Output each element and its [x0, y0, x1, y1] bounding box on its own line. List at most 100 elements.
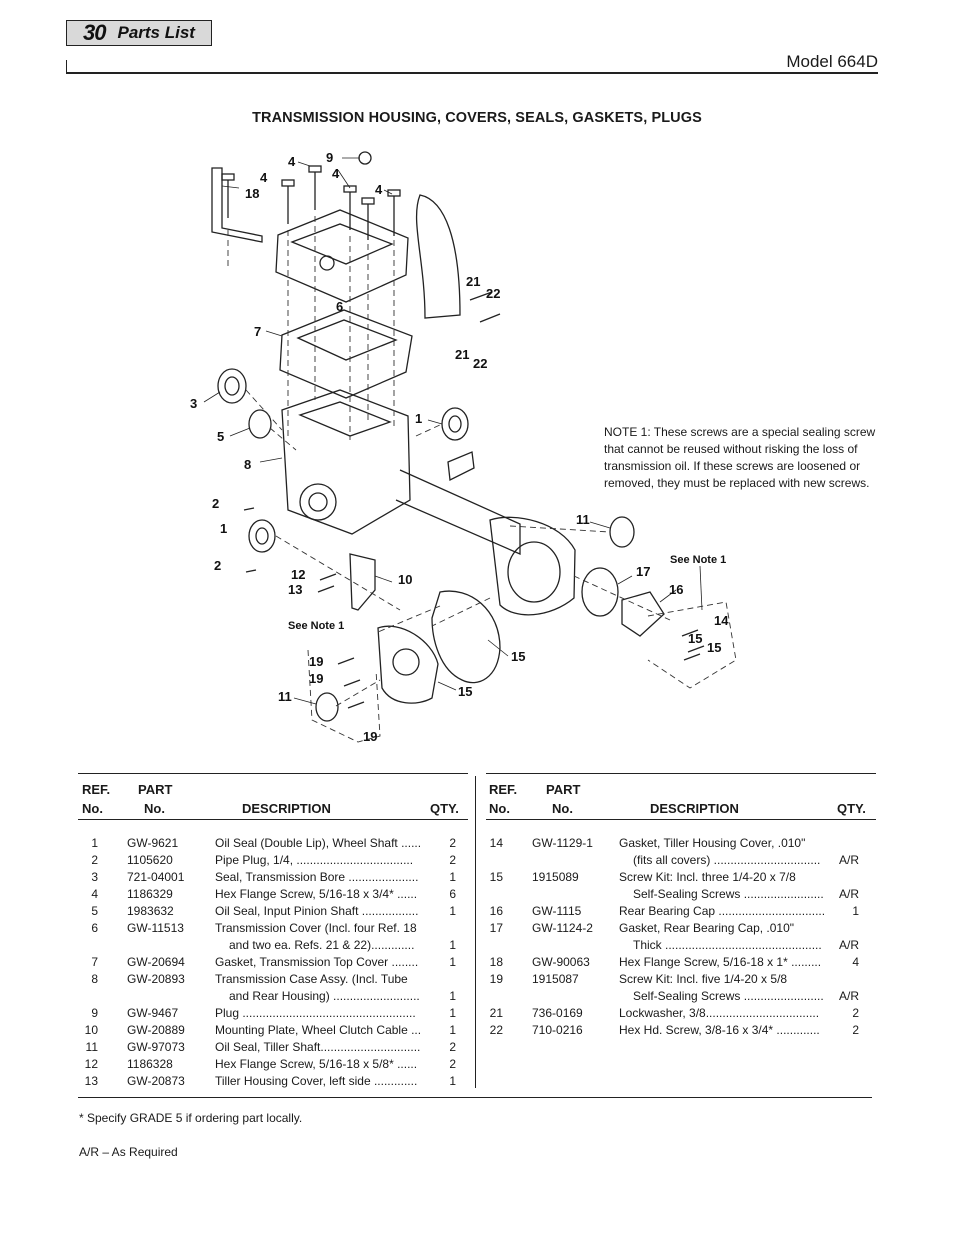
part-quantity: 4 [852, 955, 859, 969]
seal-11-left [315, 692, 339, 722]
callout-13: 15 [458, 684, 472, 699]
ref-number: 19 [489, 972, 503, 986]
part-number: GW-20889 [127, 1023, 185, 1037]
part-number: 1915089 [532, 870, 579, 884]
table-row: 1 GW-9621 Oil Seal (Double Lip), Wheel Sha… [82, 835, 456, 852]
part-description: Transmission Case Assy. (Incl. Tube [215, 972, 408, 986]
ref-number: 15 [489, 870, 503, 884]
transmission-case [281, 389, 411, 535]
left-header-rule [78, 819, 468, 820]
part-number: 1186328 [127, 1057, 173, 1071]
ref-number: 12 [84, 1057, 98, 1071]
part-number: GW-20694 [127, 955, 185, 969]
part-number: GW-1115 [532, 904, 582, 918]
ref-number: 11 [85, 1040, 98, 1054]
right-header-rule [486, 819, 876, 820]
part-quantity: 1 [449, 955, 456, 969]
gasket-7 [279, 309, 413, 399]
ref-number: 17 [489, 921, 503, 935]
screws [221, 151, 705, 709]
part-description: Hex Flange Screw, 5/16-18 x 1* ......... [619, 955, 822, 969]
right-table-top-rule [486, 773, 876, 774]
seal-11-right [609, 516, 635, 548]
part-number: GW-9467 [127, 1006, 179, 1020]
gasket-14 [431, 590, 501, 684]
part-description: Self-Sealing Screws ....................… [633, 989, 824, 1003]
callout-17: 17 [636, 564, 650, 579]
table-row: (fits all covers) ......................… [489, 852, 859, 869]
part-number: GW-9621 [127, 836, 179, 850]
left-header-qty: QTY. [430, 801, 459, 816]
exploded-parts-diagram: 4 9 4 4 4 18 6 21 22 21 22 7 3 5 1 8 2 1… [190, 150, 737, 744]
part-number: 1186329 [127, 887, 173, 901]
callout-8: 8 [244, 457, 251, 472]
part-description: Hex Flange Screw, 5/16-18 x 3/4* ...... [215, 887, 418, 901]
part-quantity: 1 [449, 989, 456, 1003]
part-quantity: 2 [449, 1040, 456, 1054]
table-row: Self-Sealing Screws ....................… [489, 988, 859, 1005]
ref-number: 4 [91, 887, 98, 901]
tables-bottom-rule [78, 1097, 872, 1098]
table-row: 15 1915089 Screw Kit: Incl. three 1/4-20 x… [489, 869, 857, 886]
callout-15a: 14 [714, 613, 729, 628]
part-quantity: A/R [838, 887, 859, 901]
ref-number: 9 [91, 1006, 98, 1020]
part-number: GW-1124-2 [532, 921, 593, 935]
table-row: Self-Sealing Screws ....................… [489, 886, 859, 903]
part-quantity: 1 [449, 904, 456, 918]
callout-3: 3 [190, 396, 197, 411]
page-badge: 30 Parts List [66, 20, 212, 46]
part-description: Screw Kit: Incl. three 1/4-20 x 7/8 [619, 870, 796, 884]
ref-number: 8 [91, 972, 98, 986]
ref-number: 2 [91, 853, 98, 867]
seal-1-bottom [248, 519, 276, 553]
part-quantity: 1 [449, 1023, 456, 1037]
part-description: Plug ...................................… [215, 1006, 416, 1020]
callout-4c: 4 [332, 166, 340, 181]
part-quantity: 1 [449, 1006, 456, 1020]
part-quantity: A/R [838, 853, 859, 867]
part-number: 1915087 [532, 972, 579, 986]
ref-number: 13 [84, 1074, 98, 1088]
table-row: Thick ..................................… [489, 937, 859, 954]
see-note-1-right: See Note 1 [670, 554, 726, 566]
footnote-grade: * Specify GRADE 5 if ordering part local… [79, 1111, 303, 1125]
part-description: Mounting Plate, Wheel Clutch Cable ... [215, 1023, 422, 1037]
transmission-top-cover [275, 209, 409, 303]
section-title-parts-list: Parts List [117, 23, 195, 42]
part-description: Pipe Plug, 1/4, ........................… [215, 853, 414, 867]
bracket-18 [211, 167, 263, 243]
ref-number: 1 [91, 836, 98, 850]
callout-4d: 4 [375, 182, 383, 197]
callout-18: 18 [245, 186, 259, 201]
part-quantity: 2 [449, 1057, 456, 1071]
table-row: 9 GW-9467 Plug ...........................… [82, 1005, 456, 1022]
callout-11b: 11 [278, 689, 292, 704]
part-description: Self-Sealing Screws ....................… [633, 887, 824, 901]
part-quantity: A/R [838, 989, 859, 1003]
callout-21b: 21 [455, 347, 469, 362]
ref-number: 10 [84, 1023, 98, 1037]
callout-12a: 12 [291, 567, 305, 582]
page-number: 30 [83, 20, 107, 45]
part-description: Oil Seal (Double Lip), Wheel Shaft .....… [215, 836, 422, 850]
part-quantity: 1 [449, 870, 456, 884]
part-description: Gasket, Transmission Top Cover ........ [215, 955, 419, 969]
part-quantity: 6 [449, 887, 456, 901]
callout-9: 9 [326, 150, 333, 165]
guard-plate [415, 194, 461, 319]
part-description: Hex Hd. Screw, 3/8-16 x 3/4* ...........… [619, 1023, 820, 1037]
callout-15b: 15 [688, 631, 702, 646]
